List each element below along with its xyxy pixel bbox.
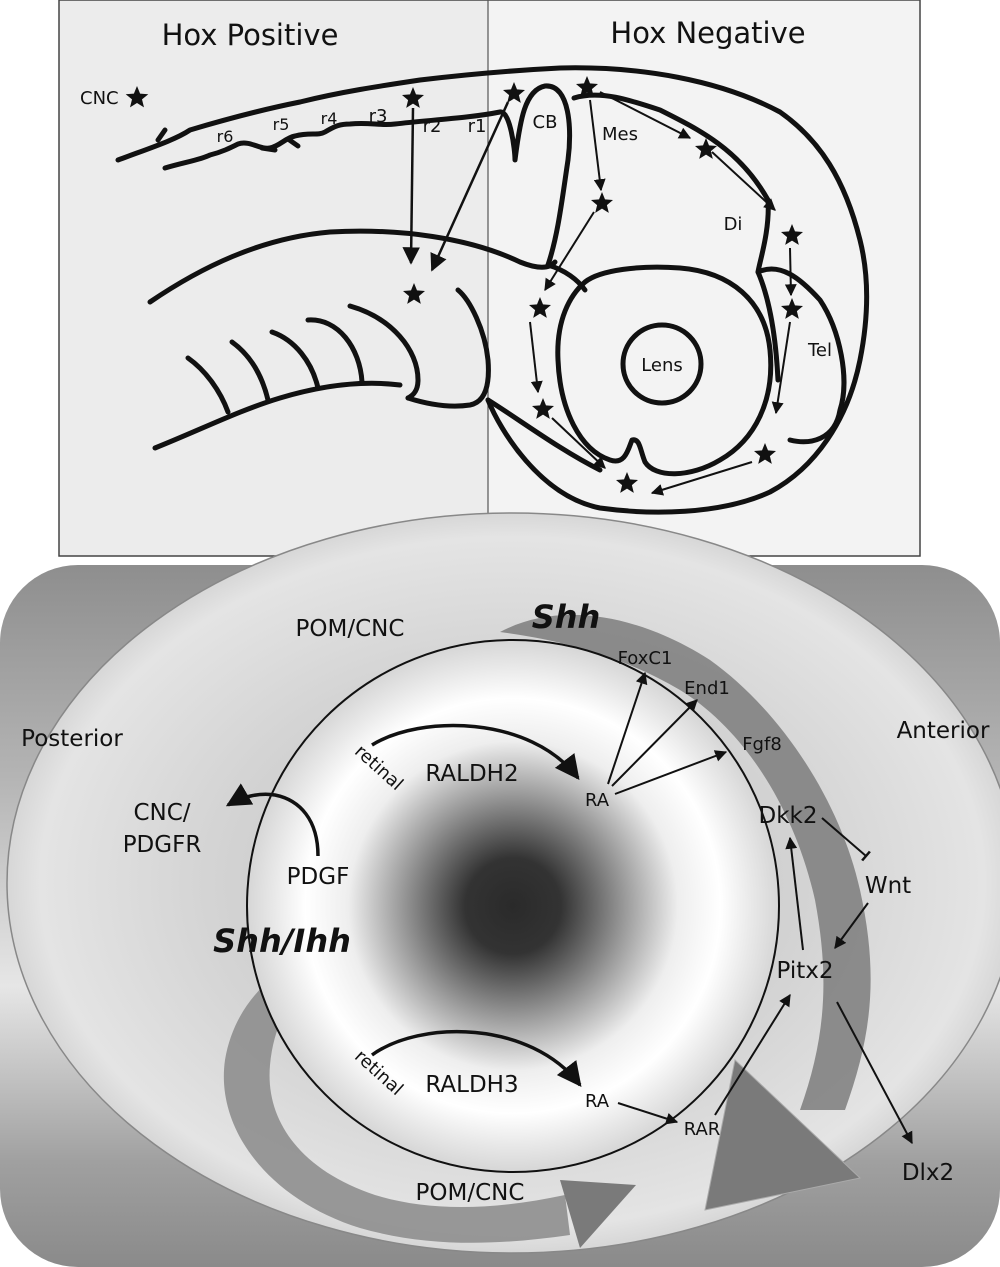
rhombomere-r6: r6 [217,127,234,146]
region-cb-label: CB [533,112,558,133]
rhombomere-r4: r4 [321,109,338,128]
dkk2-label: Dkk2 [759,803,818,829]
shh-ihh-flow-arrow [223,945,570,1243]
ra-top-label: RA [585,790,610,811]
ra-to-rar-arrow [617,1102,679,1125]
migration-arrow [529,321,543,394]
cnc-star-icon [503,82,525,103]
migration-arrow [650,461,753,496]
legend-star-icon [125,86,149,108]
cnc-star-icon [576,76,598,97]
region-tel-label: Tel [807,340,832,361]
pdgf-label: PDGF [287,864,350,890]
raldh3-conversion-arrow [370,1029,582,1087]
shh-ihh-arrowhead [560,1180,636,1248]
raldh2-label: RALDH2 [425,761,518,787]
cnc-pdgfr-label-line1: CNC/ [133,800,190,826]
wnt-to-pitx2-arrow [834,902,869,949]
cnc-star-icon [695,138,717,159]
cnc-star-icon [754,443,776,464]
posterior-label: Posterior [21,726,123,752]
migration-arrow [711,151,776,211]
migration-arrow [430,101,510,272]
dkk2-inhibits-wnt [821,817,871,862]
shh-label: Shh [532,598,601,636]
ra-to-foxc1-arrow [607,671,648,785]
pdgf-to-cnc-arrow [225,783,320,857]
hox-positive-region [59,0,488,556]
fgf8-label: Fgf8 [742,734,782,755]
bottom-panel: POM/CNC POM/CNC Posterior Anterior Shh S… [0,512,1000,1267]
wnt-label: Wnt [865,873,911,899]
cnc-star-icon [781,298,803,319]
cnc-star-icon [591,192,613,213]
rar-label: RAR [684,1119,721,1140]
end1-label: End1 [684,678,730,699]
top-panel: Hox Positive Hox Negative CNC [58,0,921,557]
migration-arrow [544,211,595,292]
shh-arrowhead [704,1059,862,1211]
pom-cnc-bottom-label: POM/CNC [416,1180,525,1206]
cnc-star-icon [781,224,803,245]
region-di-label: Di [724,214,743,235]
cnc-pdgfr-label-line2: PDGFR [123,832,202,858]
migration-arrow [599,91,692,139]
pitx2-label: Pitx2 [776,958,833,984]
ra-to-end1-arrow [611,699,698,787]
ra-bottom-label: RA [585,1091,610,1112]
migration-arrow [771,321,791,415]
migration-arrows [402,91,797,496]
region-mes-label: Mes [602,124,638,145]
region-lens-label: Lens [641,355,683,376]
migration-arrow [589,99,606,192]
cnc-star-icon [402,87,424,108]
foxc1-label: FoxC1 [618,648,673,669]
embryo-outline [115,65,870,515]
raldh3-label: RALDH3 [425,1072,518,1098]
pom-cnc-top-label: POM/CNC [296,616,405,642]
migration-arrow [784,247,797,297]
cnc-star-icon [529,297,551,318]
cnc-star-icon [616,472,638,493]
rhombomere-r2: r2 [423,116,442,137]
dlx2-label: Dlx2 [902,1160,954,1186]
raldh2-conversion-arrow [371,723,580,780]
legend-cnc-label: CNC [80,88,119,109]
migration-arrow [551,417,606,469]
cnc-star-icon [403,283,425,304]
shh-ihh-label: Shh/Ihh [213,922,351,960]
rar-to-pitx2-arrow [714,993,791,1116]
cnc-stars [402,76,803,493]
migration-arrow [402,107,420,265]
pitx2-to-dkk2-arrow [785,836,804,951]
eye-cup-circle [246,639,780,1173]
rhombomere-r1: r1 [468,116,487,137]
pitx2-to-dlx2-arrow [836,1001,913,1145]
anterior-label: Anterior [897,718,990,744]
ra-to-fgf8-arrow [614,750,728,795]
hox-negative-title: Hox Negative [610,16,805,50]
rhombomere-r5: r5 [273,115,290,134]
cnc-star-icon [532,398,554,419]
rhombomere-r3: r3 [369,106,388,127]
hox-positive-title: Hox Positive [162,18,339,52]
shh-flow-arrow [500,614,871,1110]
